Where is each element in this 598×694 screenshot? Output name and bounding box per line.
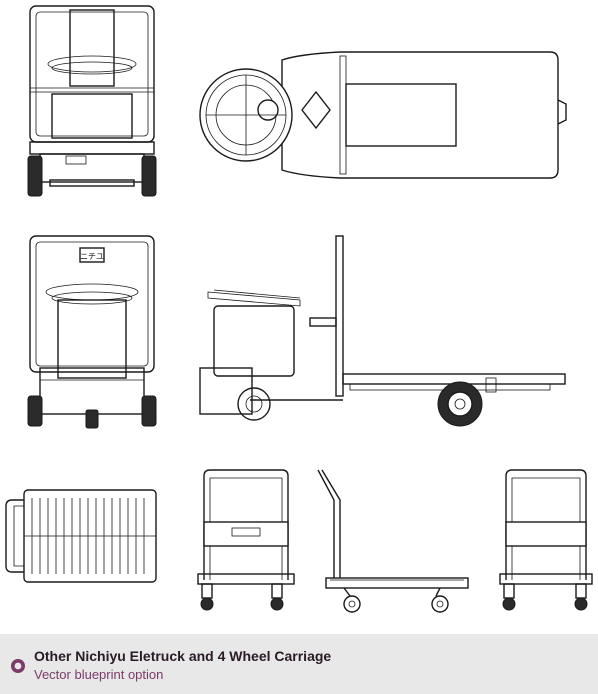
caption-bar: Other Nichiyu Eletruck and 4 Wheel Carri… <box>0 634 598 694</box>
blueprint-drawing: ニチユ <box>5 5 593 613</box>
eletruck-rear-view: ニチユ <box>27 235 157 429</box>
eletruck-side-view <box>199 235 566 427</box>
radio-circle-icon <box>11 659 25 673</box>
label-plate: ニチユ <box>80 252 104 261</box>
carriage-rear-view <box>499 469 593 611</box>
eletruck-top-view <box>199 51 567 179</box>
carriage-front-view <box>197 469 295 611</box>
eletruck-front-view <box>27 5 157 197</box>
carriage-side-view <box>317 469 469 613</box>
caption-title: Other Nichiyu Eletruck and 4 Wheel Carri… <box>34 648 332 664</box>
carriage-top-view <box>5 489 157 583</box>
caption-subtitle: Vector blueprint option <box>34 667 164 682</box>
